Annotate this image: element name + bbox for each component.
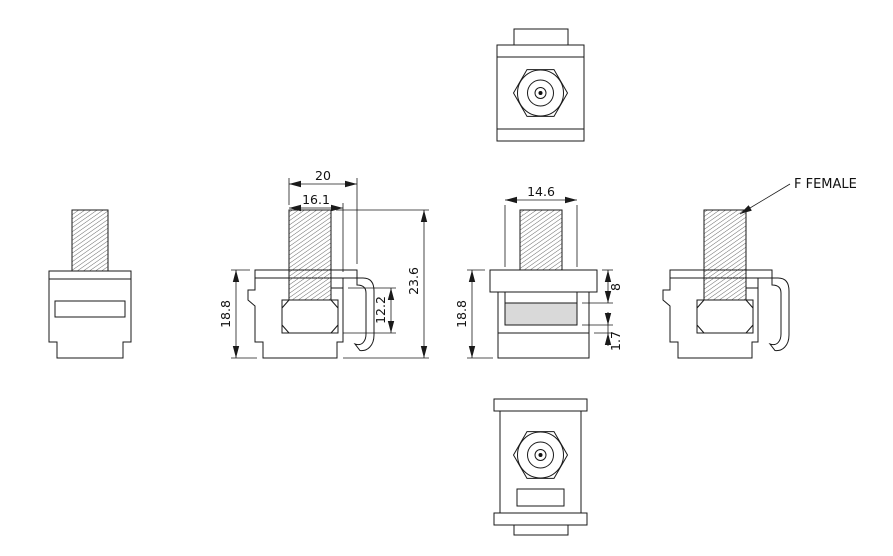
- dim-text-18-8: 18.8: [218, 300, 233, 328]
- bottom-view-flange-top: [493, 398, 588, 412]
- dim-body-height-side: 18.8: [218, 269, 257, 359]
- dim-text-8: 8: [608, 283, 623, 291]
- threaded-barrel: [519, 209, 563, 271]
- latch-window-band: [504, 302, 578, 326]
- keystone-body-outline: [48, 270, 132, 359]
- bottom-view-flange-bottom: [493, 512, 588, 526]
- dim-text-12-2: 12.2: [373, 296, 388, 324]
- side-view-plain: [48, 209, 132, 359]
- top-view: [496, 28, 585, 142]
- dim-text-18-8-front: 18.8: [454, 300, 469, 328]
- side-view-labeled: F FEMALE: [662, 177, 857, 359]
- barrel-thread-circle: [527, 441, 554, 469]
- dim-text-14-6: 14.6: [527, 184, 555, 199]
- contact-bore-circle: [534, 87, 547, 99]
- dim-lip-thickness: 1.7: [582, 312, 623, 351]
- contact-bore-circle: [534, 449, 547, 461]
- latch-band: [54, 300, 126, 318]
- dim-text-23-6: 23.6: [406, 267, 421, 295]
- front-view-dimensioned: 14.6 18.8 8 1.7: [454, 184, 623, 359]
- dim-text-1-7: 1.7: [608, 331, 623, 351]
- dim-text-20: 20: [315, 168, 331, 183]
- top-view-tab: [513, 28, 569, 46]
- side-view-dimensioned: 20 16.1 18.8 23.6 12.2: [218, 168, 429, 359]
- threaded-barrel: [71, 209, 109, 272]
- dim-nose-width: 14.6: [504, 184, 578, 267]
- bottom-view: [493, 398, 588, 536]
- barrel-outer-circle: [517, 69, 564, 117]
- center-pin: [538, 91, 543, 95]
- latch-slot: [516, 488, 565, 507]
- connector-type-label: F FEMALE: [794, 177, 857, 192]
- dim-inner-depth: 16.1: [289, 192, 344, 272]
- dim-overall-depth: 20: [288, 168, 358, 264]
- dim-text-16-1: 16.1: [302, 192, 330, 207]
- center-pin: [538, 453, 543, 457]
- dim-connector-length: 23.6: [336, 209, 429, 359]
- barrel-thread-circle: [527, 79, 554, 107]
- barrel-outer-circle: [517, 431, 564, 479]
- dim-body-height-front: 18.8: [454, 269, 493, 359]
- dim-inner-length: 12.2: [343, 287, 396, 334]
- dim-flange-depth: 8: [582, 269, 623, 304]
- bottom-view-tab: [513, 524, 569, 536]
- leader-line: [739, 183, 791, 215]
